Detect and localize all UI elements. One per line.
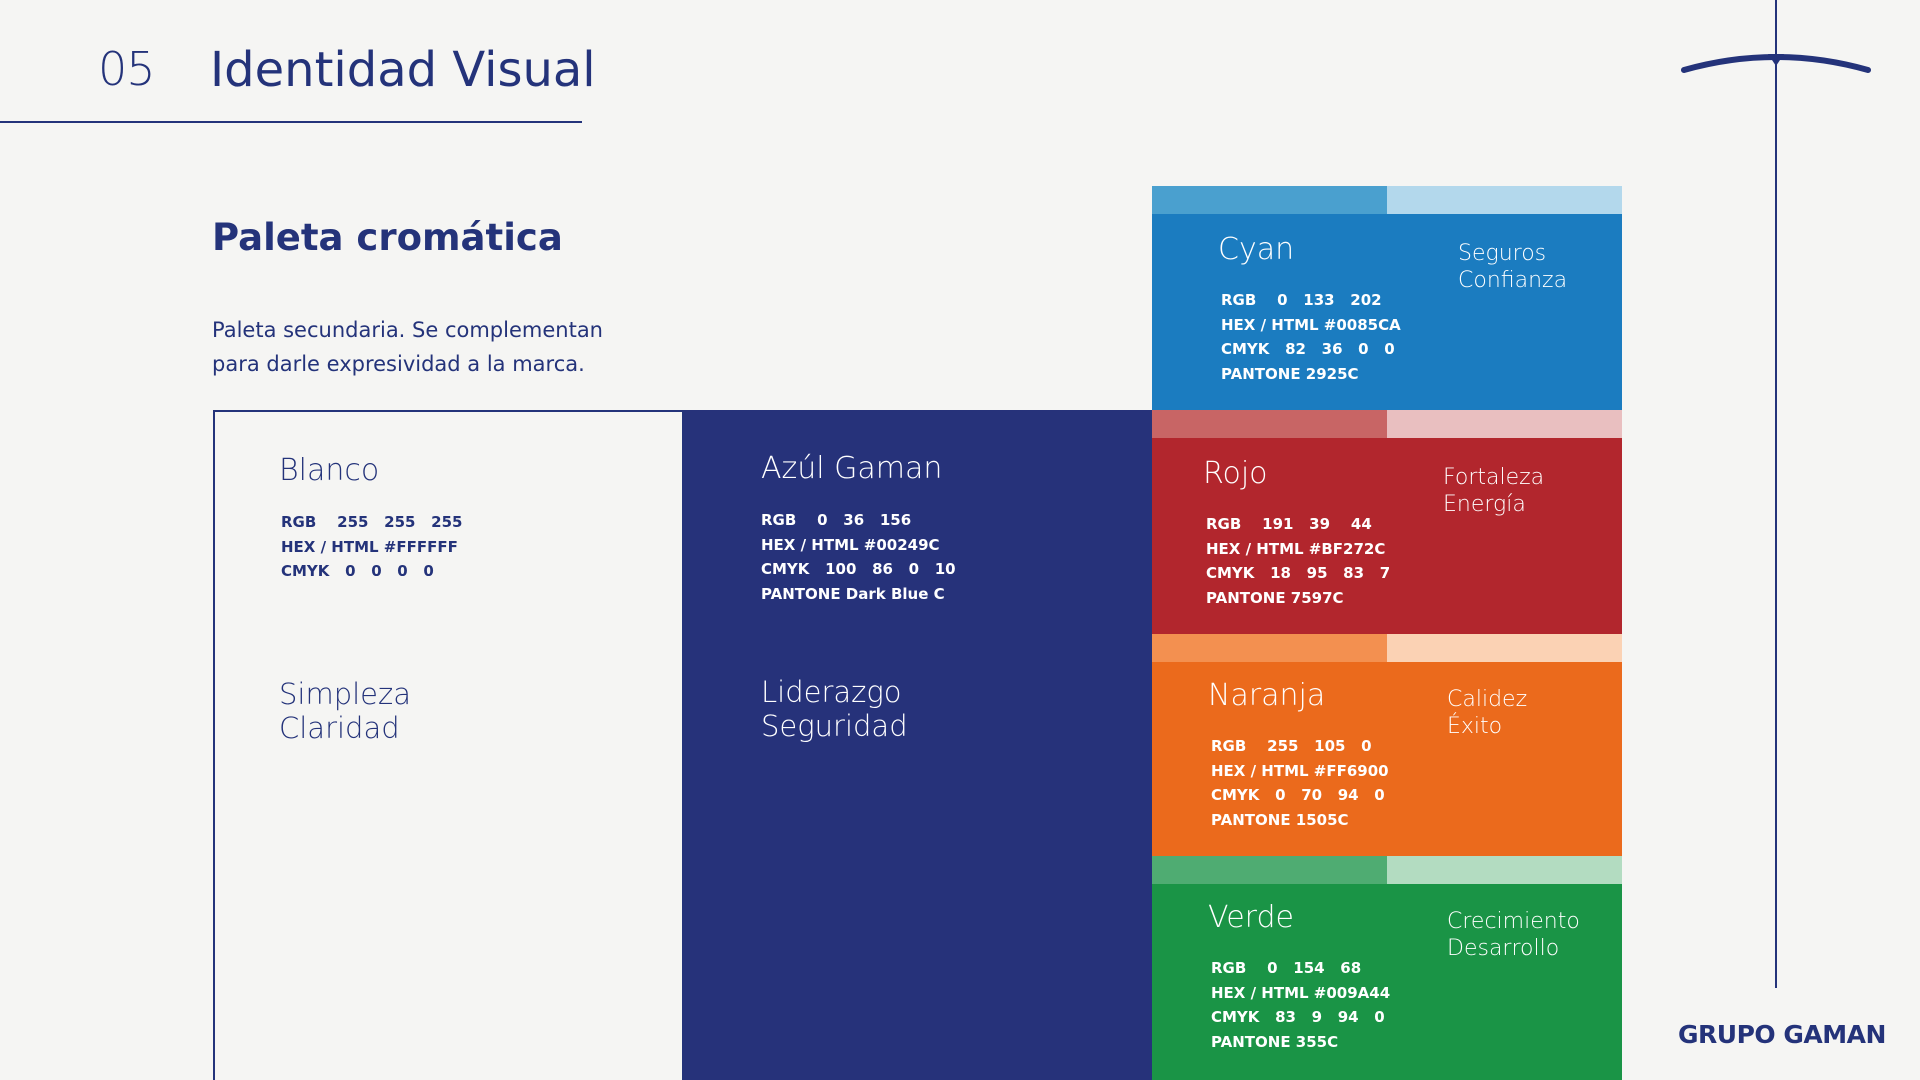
cyan-tint-strong: [1152, 186, 1387, 214]
swatch-specs: RGB 0 154 68 HEX / HTML #009A44 CMYK 83 …: [1211, 959, 1391, 1051]
verde-tint-light: [1387, 856, 1622, 884]
swatch-name: Blanco: [279, 453, 380, 488]
swatch-values: Liderazgo Seguridad: [761, 675, 908, 743]
swatch-specs: RGB 191 39 44 HEX / HTML #BF272C CMYK 18…: [1206, 515, 1391, 607]
swatch-specs: RGB 255 105 0 HEX / HTML #FF6900 CMYK 0 …: [1211, 737, 1389, 829]
naranja-tint-strong: [1152, 634, 1387, 662]
swatch-verde: Verde RGB 0 154 68 HEX / HTML #009A44 CM…: [1152, 884, 1622, 1080]
swatch-values: Calidez Éxito: [1447, 686, 1527, 740]
value-line: Simpleza: [279, 677, 412, 711]
page-title: Identidad Visual: [210, 42, 596, 98]
value-line: Éxito: [1447, 714, 1503, 739]
swatch-cyan: Cyan RGB 0 133 202 HEX / HTML #0085CA CM…: [1152, 214, 1622, 410]
swatch-name: Azúl Gaman: [761, 451, 943, 486]
value-line: Confianza: [1458, 268, 1568, 293]
value-line: Crecimiento: [1447, 909, 1580, 934]
swatch-name: Verde: [1208, 900, 1294, 935]
swatch-specs: RGB 255 255 255 HEX / HTML #FFFFFF CMYK …: [281, 513, 463, 580]
palette-title: Paleta cromática: [212, 216, 563, 259]
brand-logo-text: GRUPO GAMAN: [1678, 1020, 1886, 1049]
rojo-tint-strong: [1152, 410, 1387, 438]
value-line: Claridad: [279, 711, 400, 745]
swatch-name: Rojo: [1203, 456, 1268, 491]
swatch-values: Seguros Confianza: [1458, 240, 1567, 294]
swatch-name: Cyan: [1218, 232, 1295, 267]
section-number: 05: [98, 42, 156, 96]
cyan-tint-light: [1387, 186, 1622, 214]
value-line: Fortaleza: [1443, 465, 1545, 490]
swatch-name: Naranja: [1208, 678, 1326, 713]
value-line: Calidez: [1447, 687, 1528, 712]
swatch-values: Fortaleza Energía: [1443, 464, 1544, 518]
swatch-values: Crecimiento Desarrollo: [1447, 908, 1580, 962]
palette-description: Paleta secundaria. Se complementan para …: [212, 318, 603, 376]
header-divider: [0, 121, 582, 123]
swatch-rojo: Rojo RGB 191 39 44 HEX / HTML #BF272C CM…: [1152, 438, 1622, 634]
swatch-specs: RGB 0 36 156 HEX / HTML #00249C CMYK 100…: [761, 511, 956, 603]
value-line: Seguros: [1458, 241, 1547, 266]
value-line: Seguridad: [761, 709, 908, 743]
swatch-specs: RGB 0 133 202 HEX / HTML #0085CA CMYK 82…: [1221, 291, 1401, 383]
naranja-tint-light: [1387, 634, 1622, 662]
logo-vertical-line: [1775, 0, 1777, 988]
logo-arc-icon: [1681, 54, 1871, 73]
swatch-naranja: Naranja RGB 255 105 0 HEX / HTML #FF6900…: [1152, 662, 1622, 856]
swatch-blanco: Blanco RGB 255 255 255 HEX / HTML #FFFFF…: [213, 410, 684, 1080]
value-line: Desarrollo: [1447, 936, 1560, 961]
swatch-azul-gaman: Azúl Gaman RGB 0 36 156 HEX / HTML #0024…: [684, 410, 1152, 1080]
value-line: Energía: [1443, 492, 1526, 517]
value-line: Liderazgo: [761, 675, 902, 709]
rojo-tint-light: [1387, 410, 1622, 438]
verde-tint-strong: [1152, 856, 1387, 884]
swatch-values: Simpleza Claridad: [279, 677, 411, 745]
